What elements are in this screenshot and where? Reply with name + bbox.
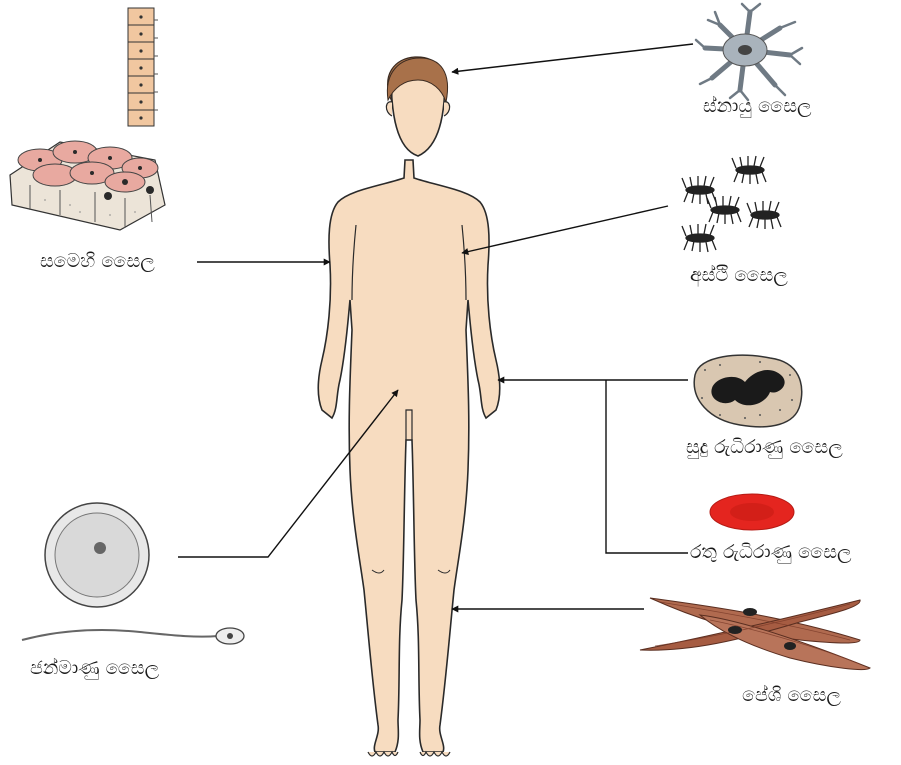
germ-cells-illustration [22,503,244,644]
epithelial-cells-illustration [10,141,165,230]
bone-cells-illustration [682,156,781,252]
label-epithelial-cell: සමෙහි සෛල [40,252,155,271]
label-bone-cell: අස්ථි සෛල [690,266,788,285]
nerve-cell-illustration [696,4,802,100]
columnar-epithelium-illustration [128,8,158,126]
label-white-blood-cell: සුදු රුධිරාණු සෛල [686,438,843,457]
label-red-blood-cell: රතු රුධිරාණු සෛල [690,543,852,562]
human-body [318,57,500,756]
blood-bracket [606,380,688,553]
label-muscle-cell: පේශි සෛල [742,686,841,705]
red-blood-cell-illustration [710,494,794,530]
arrow-bone [462,206,668,253]
white-blood-cell-illustration [694,355,801,427]
muscle-cells-illustration [640,598,870,670]
label-nerve-cell: ස්නායු සෛල [703,97,812,116]
arrow-nerve [452,44,693,72]
label-germ-cell: ජන්මාණු සෛල [30,659,159,678]
sperm-cell [22,630,218,640]
body-silhouette [318,160,500,752]
